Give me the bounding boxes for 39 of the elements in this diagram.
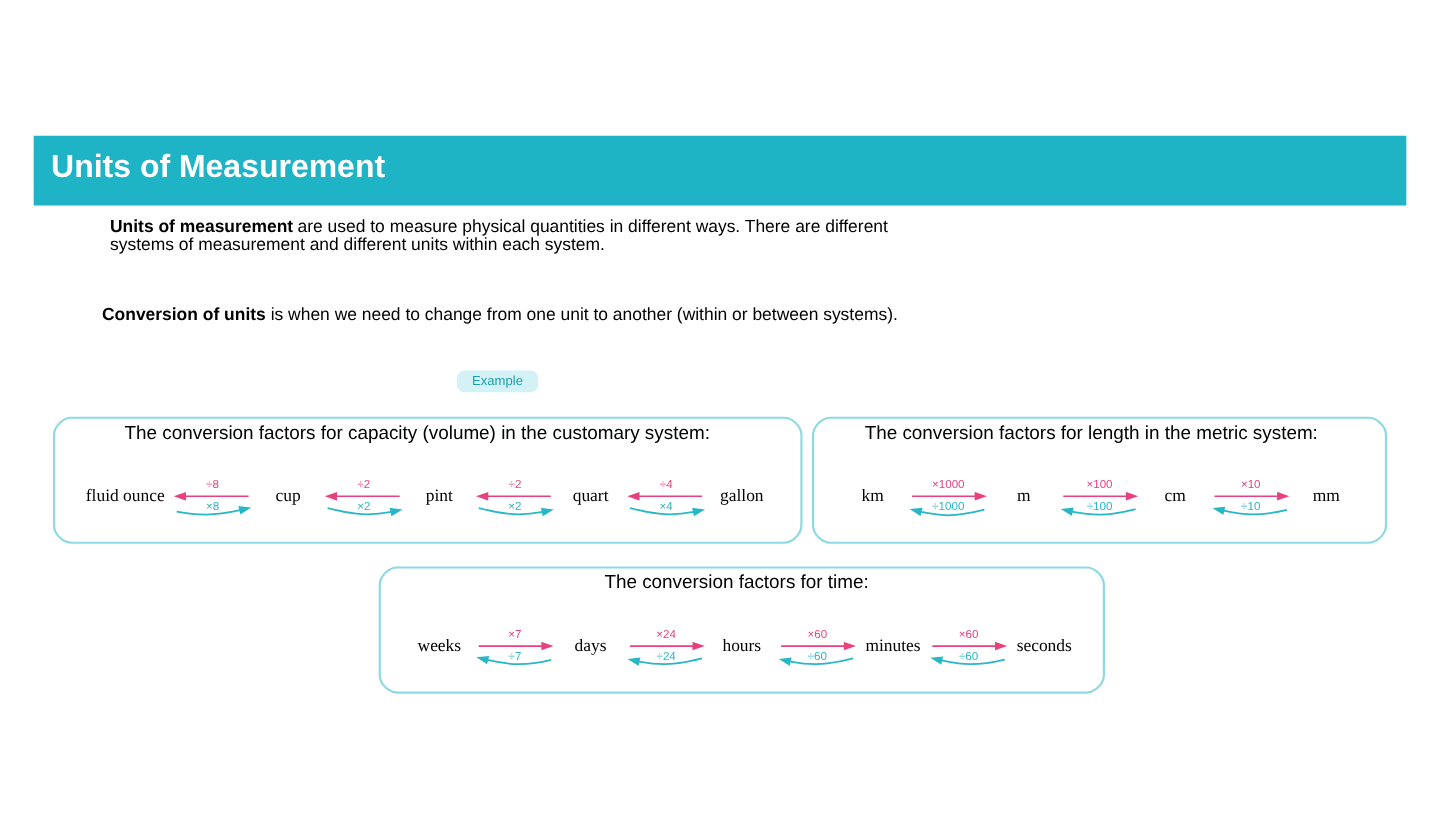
arrow [173, 490, 250, 500]
arrow [1213, 490, 1290, 500]
node-text: fluid ounce [85, 483, 165, 504]
arrow [326, 506, 403, 516]
arrow [931, 640, 1008, 650]
arrow [476, 490, 552, 500]
node-text: km [861, 483, 884, 504]
arrow [629, 640, 705, 650]
label: Conversion of units is when we need to change from one unit to another (within or between systems). [102, 303, 898, 324]
arrow [629, 506, 705, 516]
node-text: mm [1312, 483, 1340, 504]
node-text: gallon [720, 483, 764, 504]
node-text: cm [1164, 483, 1186, 504]
arrow [477, 640, 554, 650]
arrow [627, 656, 703, 665]
arrow [477, 506, 554, 516]
node-text: cup [275, 483, 301, 504]
arrow [930, 655, 1006, 665]
arrow [1212, 505, 1288, 515]
node-text: m [1017, 483, 1031, 504]
node-text: hours [722, 633, 762, 654]
arrow [1062, 490, 1139, 500]
node-text: seconds [1016, 633, 1072, 654]
diagram-title: Units of Measurement [51, 150, 386, 185]
arrow [778, 656, 855, 665]
node-text: weeks [417, 633, 462, 654]
arrow [324, 490, 401, 500]
node-text: minutes [865, 633, 921, 654]
arrow [175, 505, 252, 515]
node-text: pint [425, 483, 453, 504]
arrow [780, 640, 856, 650]
arrow [476, 654, 553, 664]
label: Units of measurement are used to measure physical quantities in different ways. There are different systems of measurement and different units within each system. [110, 215, 888, 253]
arrow [909, 506, 986, 516]
node-text: days [574, 633, 607, 654]
arrow [1060, 506, 1137, 515]
node-text: quart [572, 483, 609, 504]
arrow [911, 490, 987, 500]
arrow [627, 490, 703, 500]
